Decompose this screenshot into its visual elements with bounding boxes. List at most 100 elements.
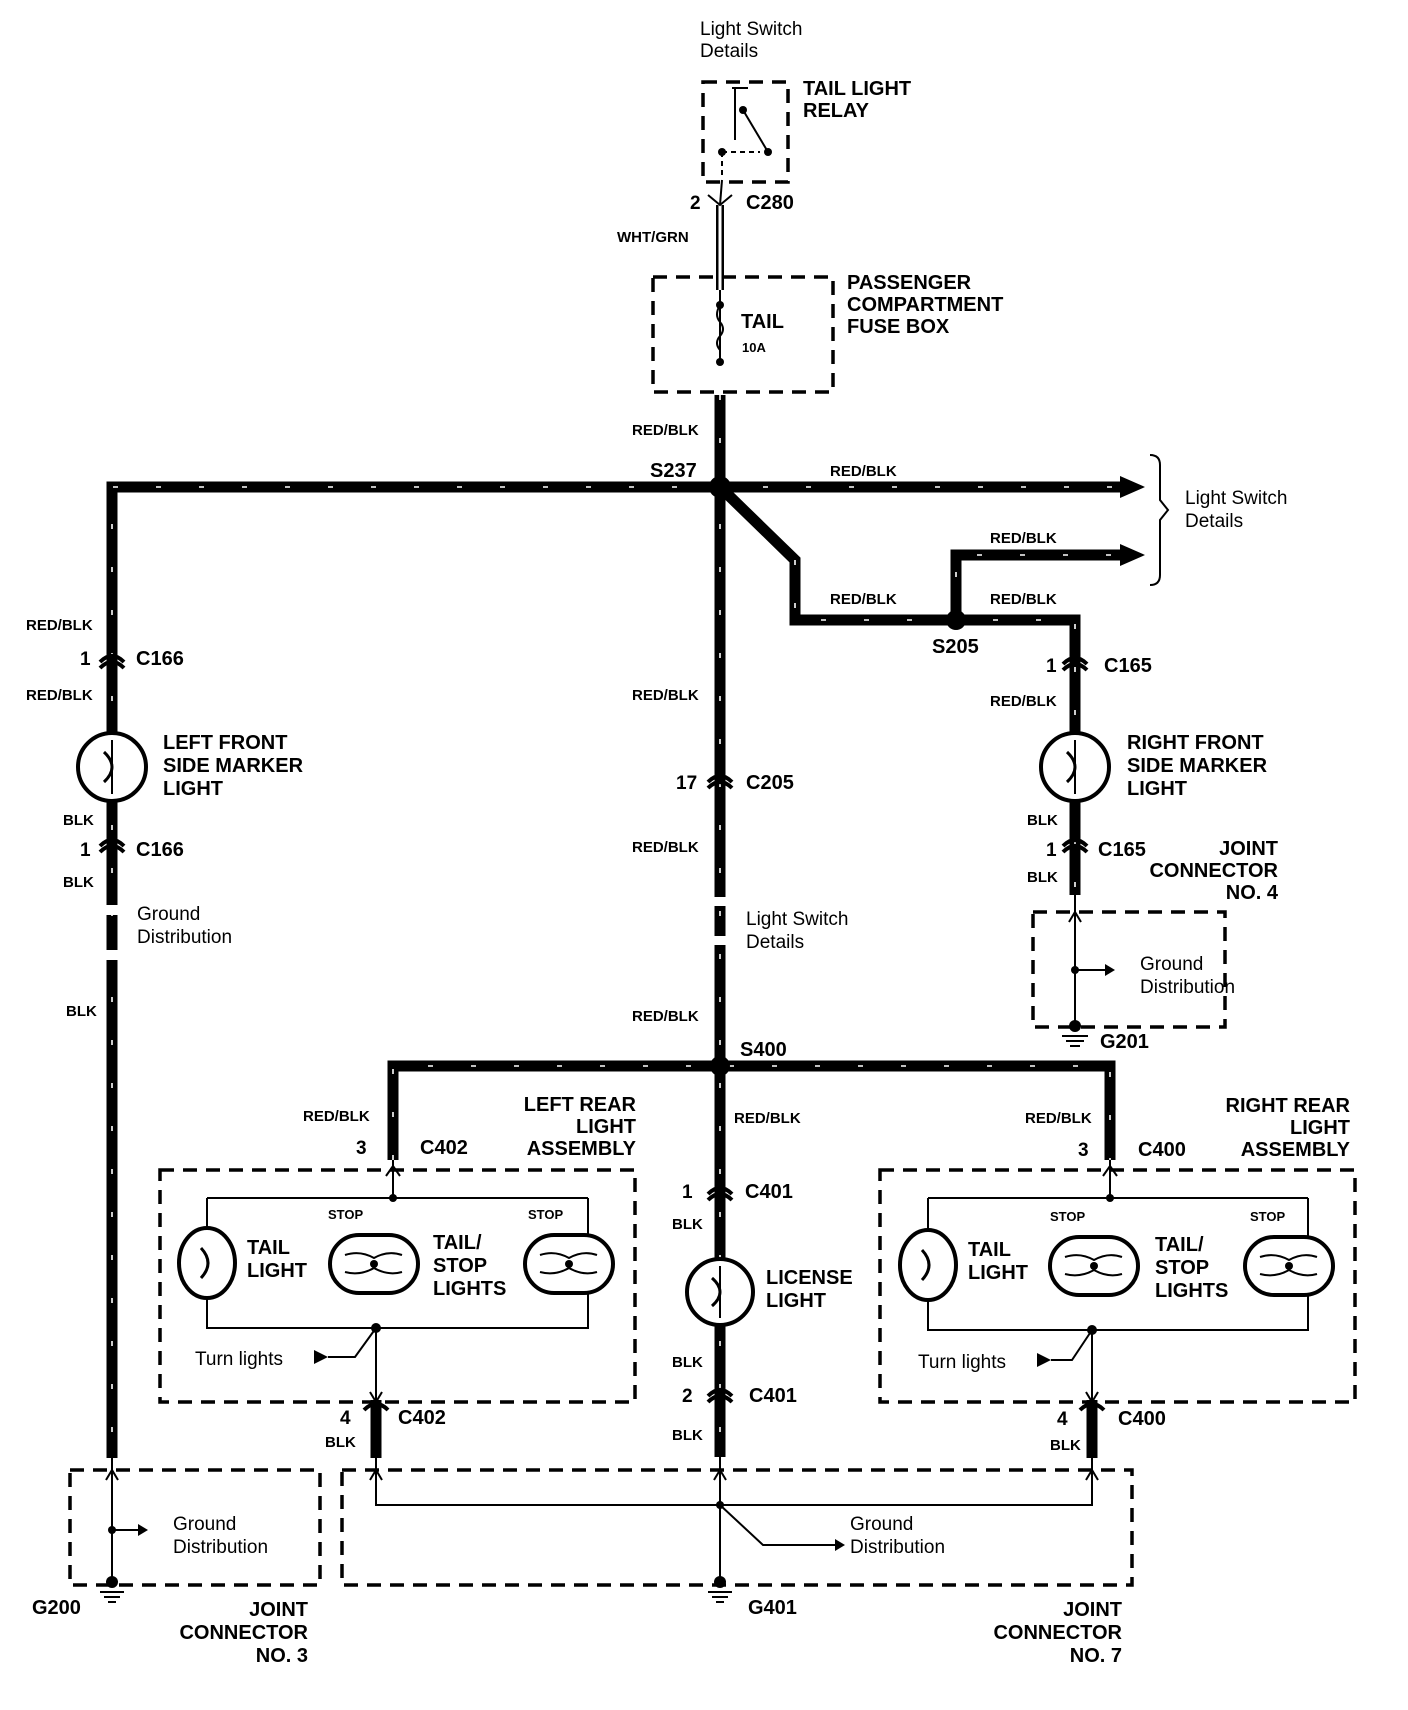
details-bracket bbox=[1149, 454, 1170, 586]
label-c165-bottom: C165 bbox=[1098, 839, 1146, 861]
label-top-switch-1: Light Switch bbox=[700, 19, 802, 40]
label-fuse-name: TAIL bbox=[741, 311, 784, 333]
wire-label-center-1: RED/BLK bbox=[632, 687, 699, 704]
label-wht-grn: WHT/GRN bbox=[617, 229, 689, 246]
pin-c402-bottom: 4 bbox=[340, 1408, 351, 1429]
label-right-tailstop-3: LIGHTS bbox=[1155, 1280, 1228, 1302]
label-g401: G401 bbox=[748, 1597, 797, 1619]
pin-c165-bottom: 1 bbox=[1046, 840, 1057, 861]
label-jc3-3: NO. 3 bbox=[256, 1645, 308, 1667]
label-jc4-2: CONNECTOR bbox=[1149, 860, 1278, 882]
label-left-rear-2: LIGHT bbox=[576, 1116, 636, 1138]
label-relay-1: TAIL LIGHT bbox=[803, 78, 911, 100]
wire-label-license-feed: RED/BLK bbox=[734, 1110, 801, 1127]
label-c402-bottom: C402 bbox=[398, 1407, 446, 1429]
wire-label-right-rear: RED/BLK bbox=[1025, 1110, 1092, 1127]
joint-connector-4 bbox=[1031, 895, 1227, 1047]
label-s400: S400 bbox=[740, 1039, 787, 1061]
label-c400-bottom: C400 bbox=[1118, 1408, 1166, 1430]
label-jc7-ground-1: Ground bbox=[850, 1514, 913, 1535]
label-fuse-rating: 10A bbox=[742, 340, 766, 355]
label-left-tail-1: TAIL bbox=[247, 1237, 290, 1259]
pin-c166-top: 1 bbox=[80, 649, 91, 670]
license-light bbox=[685, 1257, 755, 1327]
label-right-front-2: SIDE MARKER bbox=[1127, 755, 1268, 777]
wire-label-left-blk-1: BLK bbox=[63, 812, 94, 829]
label-fusebox-2: COMPARTMENT bbox=[847, 294, 1003, 316]
wire-label-license-blk-2: BLK bbox=[672, 1354, 703, 1371]
wire-label-fuse-out: RED/BLK bbox=[632, 422, 699, 439]
passenger-fuse-box bbox=[651, 275, 835, 394]
label-right-rear-2: LIGHT bbox=[1290, 1117, 1350, 1139]
splice-s400 bbox=[710, 1056, 730, 1076]
label-left-turn: Turn lights bbox=[195, 1349, 283, 1370]
right-front-side-marker bbox=[1039, 731, 1111, 803]
label-jc4-ground-2: Distribution bbox=[1140, 977, 1235, 998]
wire-label-s205-right: RED/BLK bbox=[990, 591, 1057, 608]
label-c166-bottom: C166 bbox=[136, 839, 184, 861]
label-jc7-3: NO. 7 bbox=[1070, 1645, 1122, 1667]
label-right-tail-2: LIGHT bbox=[968, 1262, 1028, 1284]
label-jc3-ground-1: Ground bbox=[173, 1514, 236, 1535]
label-c165-top: C165 bbox=[1104, 655, 1152, 677]
pin-c400-top: 3 bbox=[1078, 1140, 1089, 1161]
label-right-rear-1: RIGHT REAR bbox=[1226, 1095, 1351, 1117]
label-fusebox-3: FUSE BOX bbox=[847, 316, 950, 338]
label-jc3-ground-2: Distribution bbox=[173, 1537, 268, 1558]
label-left-front-3: LIGHT bbox=[163, 778, 223, 800]
pin-c205: 17 bbox=[676, 773, 697, 794]
label-right-tailstop-1: TAIL/ bbox=[1155, 1234, 1204, 1256]
wire-label-left-1: RED/BLK bbox=[26, 617, 93, 634]
label-left-tailstop-3: LIGHTS bbox=[433, 1278, 506, 1300]
left-rear-light-assembly bbox=[158, 1160, 637, 1404]
label-s237: S237 bbox=[650, 460, 697, 482]
label-left-rear-3: ASSEMBLY bbox=[527, 1138, 637, 1160]
label-left-ground-2: Distribution bbox=[137, 927, 232, 948]
wire-label-right-1: RED/BLK bbox=[990, 693, 1057, 710]
wire-label-license-blk-1: BLK bbox=[672, 1216, 703, 1233]
wire-label-left-blk-3: BLK bbox=[66, 1003, 97, 1020]
splice-s205 bbox=[946, 610, 966, 630]
pin-c166-bottom: 1 bbox=[80, 840, 91, 861]
label-license-2: LIGHT bbox=[766, 1290, 826, 1312]
label-c401-top: C401 bbox=[745, 1181, 793, 1203]
label-c166-top: C166 bbox=[136, 648, 184, 670]
wire-label-right-blk-1: BLK bbox=[1027, 812, 1058, 829]
label-s205: S205 bbox=[932, 636, 979, 658]
label-c400-top: C400 bbox=[1138, 1139, 1186, 1161]
wire-left-front-feed bbox=[106, 481, 720, 1458]
label-left-front-1: LEFT FRONT bbox=[163, 732, 287, 754]
label-top-switch-2: Details bbox=[700, 41, 758, 62]
label-jc7-1: JOINT bbox=[1063, 1599, 1122, 1621]
label-right-tailstop-2: STOP bbox=[1155, 1257, 1209, 1279]
label-relay-2: RELAY bbox=[803, 100, 870, 122]
pin-c402-top: 3 bbox=[356, 1138, 367, 1159]
wire-label-left-rear-blk: BLK bbox=[325, 1434, 356, 1451]
label-right-rear-3: ASSEMBLY bbox=[1241, 1139, 1351, 1161]
label-g200: G200 bbox=[32, 1597, 81, 1619]
wire-label-right-blk-2: BLK bbox=[1027, 869, 1058, 886]
label-jc4-ground-1: Ground bbox=[1140, 954, 1203, 975]
label-left-tailstop-1: TAIL/ bbox=[433, 1232, 482, 1254]
label-g201: G201 bbox=[1100, 1031, 1149, 1053]
wire-label-s237-right: RED/BLK bbox=[830, 463, 897, 480]
connector-c280 bbox=[707, 194, 733, 207]
label-mid-switch-2: Details bbox=[746, 932, 804, 953]
label-right-front-3: LIGHT bbox=[1127, 778, 1187, 800]
labels: Light Switch Details TAIL LIGHT RELAY 2 … bbox=[26, 19, 1351, 1667]
pin-c280: 2 bbox=[690, 193, 701, 214]
label-right-switch-1: Light Switch bbox=[1185, 488, 1287, 509]
wire-label-s205-left: RED/BLK bbox=[830, 591, 897, 608]
wire-label-s205-up: RED/BLK bbox=[990, 530, 1057, 547]
wire-s205-up bbox=[950, 549, 1120, 620]
wire-label-center-2: RED/BLK bbox=[632, 839, 699, 856]
label-fusebox-1: PASSENGER bbox=[847, 272, 972, 294]
label-right-stop-1: STOP bbox=[1050, 1209, 1085, 1224]
left-front-side-marker bbox=[76, 731, 148, 803]
label-c402-top: C402 bbox=[420, 1137, 468, 1159]
wire-label-left-2: RED/BLK bbox=[26, 687, 93, 704]
label-right-switch-2: Details bbox=[1185, 511, 1243, 532]
wires bbox=[106, 205, 1120, 1458]
label-jc4-3: NO. 4 bbox=[1226, 882, 1279, 904]
